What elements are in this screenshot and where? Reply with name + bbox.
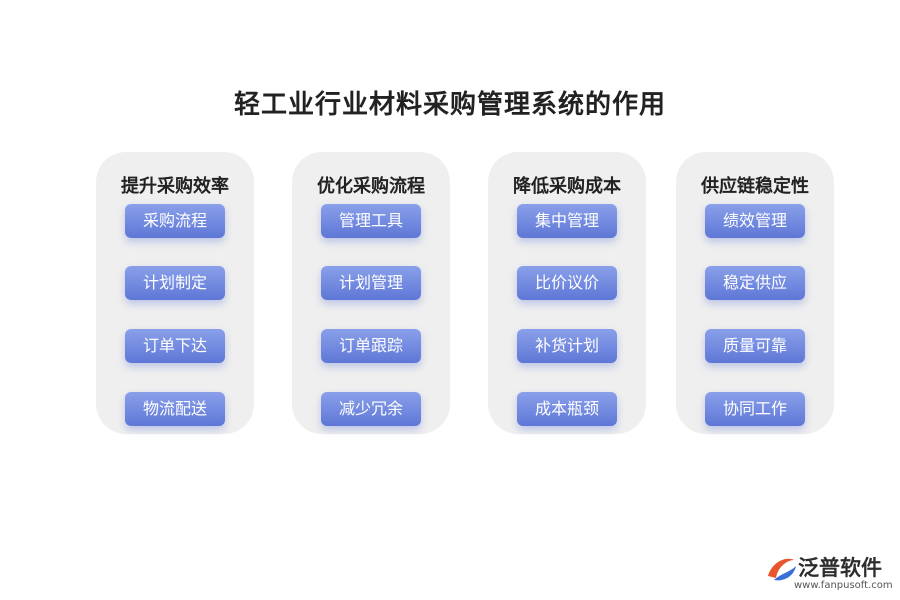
item-box: 绩效管理 [705,204,805,238]
column-heading: 提升采购效率 [121,176,229,197]
item-box: 订单下达 [125,329,225,363]
column-heading: 降低采购成本 [513,176,621,197]
column-supply-chain: 供应链稳定性 绩效管理 稳定供应 质量可靠 协同工作 [676,152,834,434]
item-box: 减少冗余 [321,392,421,426]
fanpu-logo-icon [768,558,796,581]
item-box: 集中管理 [517,204,617,238]
logo-name: 泛普软件 [798,556,882,580]
column-efficiency: 提升采购效率 采购流程 计划制定 订单下达 物流配送 [96,152,254,434]
item-box: 采购流程 [125,204,225,238]
item-box: 计划管理 [321,266,421,300]
item-box: 质量可靠 [705,329,805,363]
brand-logo: 泛普软件 www.fanpusoft.com [764,552,894,596]
item-box: 稳定供应 [705,266,805,300]
page-title: 轻工业行业材料采购管理系统的作用 [233,90,666,120]
item-box: 订单跟踪 [321,329,421,363]
item-box: 物流配送 [125,392,225,426]
item-box: 比价议价 [517,266,617,300]
item-box: 成本瓶颈 [517,392,617,426]
column-cost: 降低采购成本 集中管理 比价议价 补货计划 成本瓶颈 [488,152,646,434]
column-heading: 优化采购流程 [317,176,425,197]
column-heading: 供应链稳定性 [701,176,809,197]
column-process: 优化采购流程 管理工具 计划管理 订单跟踪 减少冗余 [292,152,450,434]
item-box: 协同工作 [705,392,805,426]
item-box: 计划制定 [125,266,225,300]
logo-url: www.fanpusoft.com [794,580,893,591]
item-box: 补货计划 [517,329,617,363]
item-box: 管理工具 [321,204,421,238]
